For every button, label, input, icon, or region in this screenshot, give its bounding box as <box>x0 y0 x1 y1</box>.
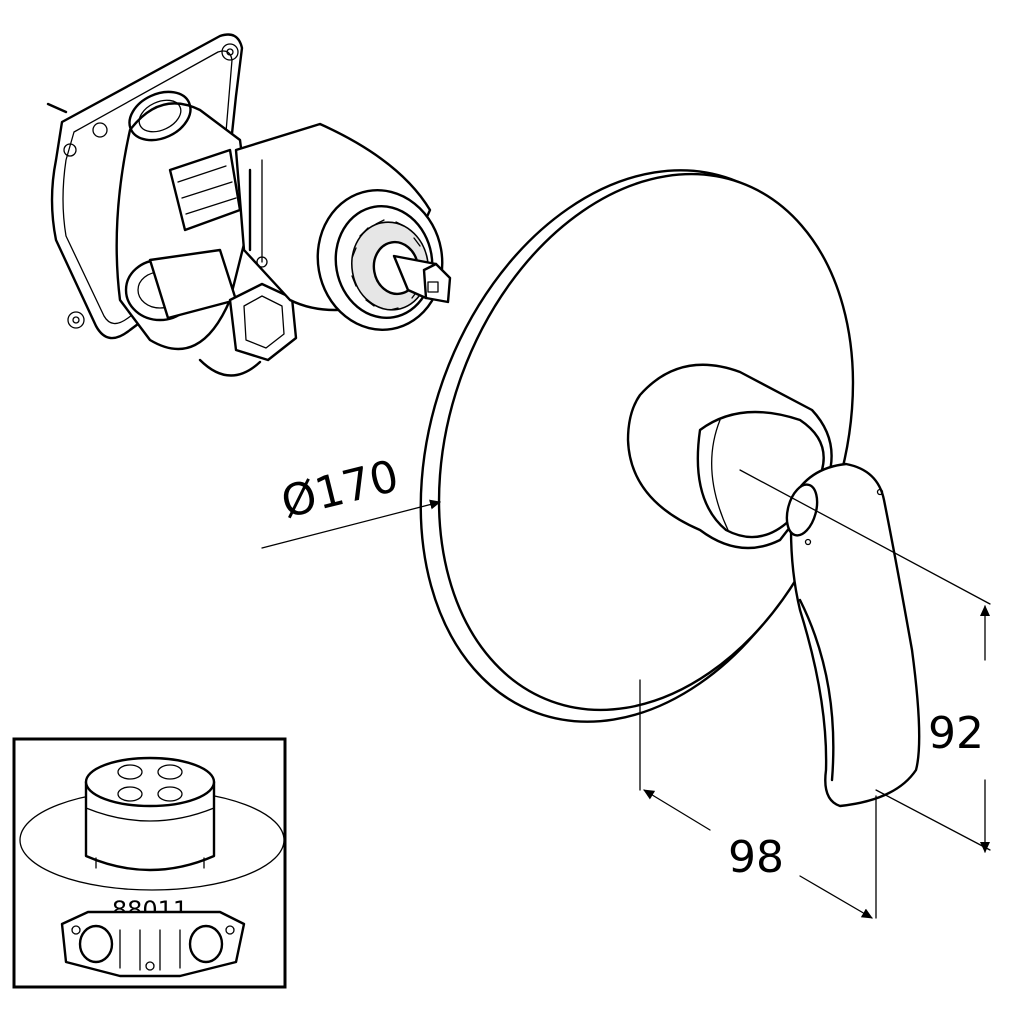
inset-panel: 88011 <box>12 737 287 989</box>
handle-base <box>626 363 833 550</box>
hex-nut <box>228 282 298 362</box>
valve-body-illustration <box>46 33 452 377</box>
dim-height: 92 <box>928 708 984 759</box>
dim-depth: 98 <box>728 832 784 883</box>
trim-plate-illustration <box>419 169 921 808</box>
